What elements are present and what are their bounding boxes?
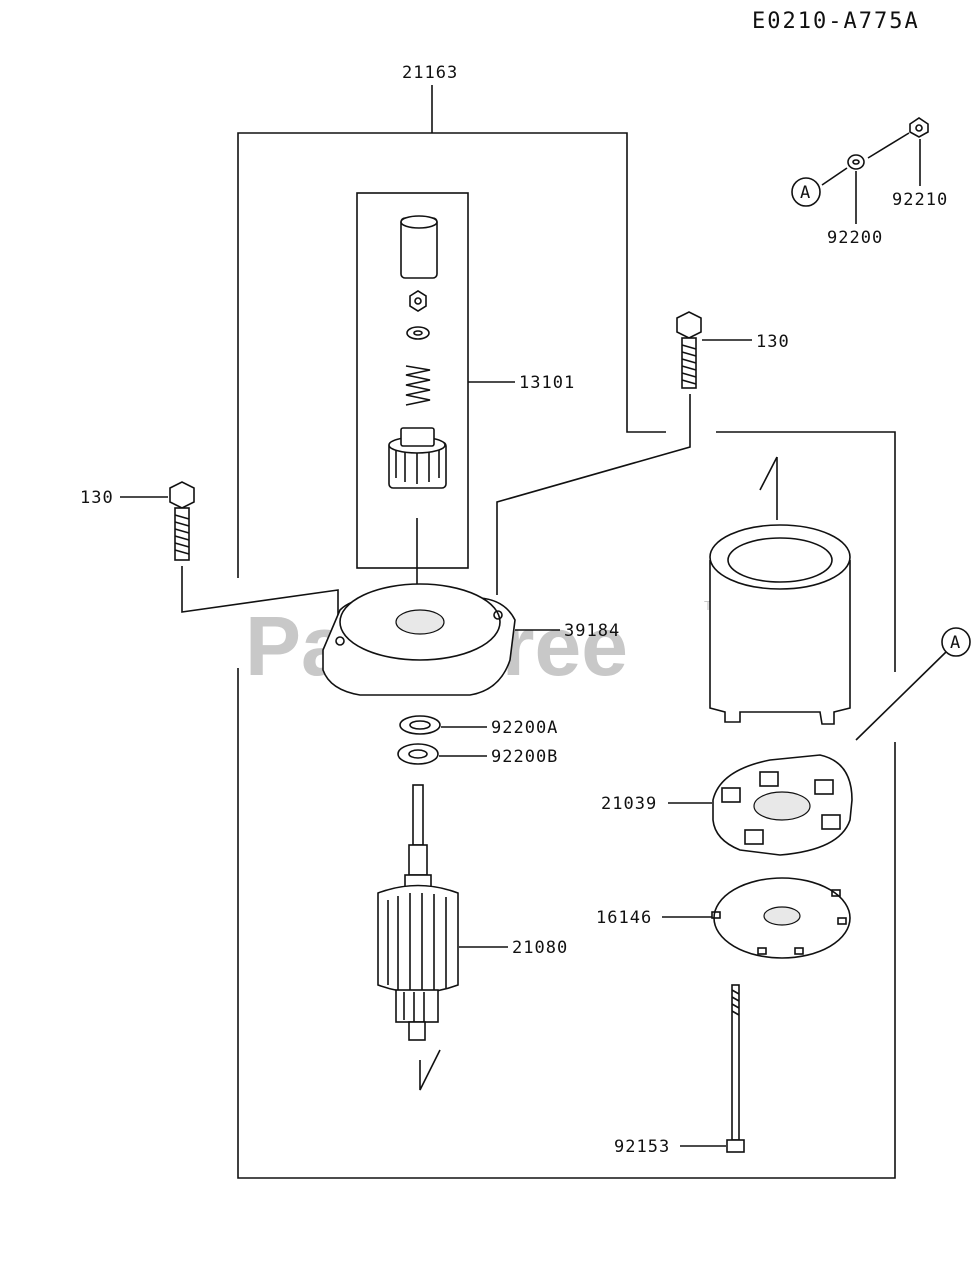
label-16146[interactable]: 16146 bbox=[596, 908, 652, 928]
label-21080[interactable]: 21080 bbox=[512, 938, 568, 958]
pinion-cap bbox=[400, 215, 438, 279]
pinion-gear bbox=[388, 427, 447, 489]
plate bbox=[662, 877, 851, 959]
label-130-left[interactable]: 130 bbox=[80, 488, 114, 508]
nut-92210 bbox=[867, 117, 929, 186]
label-21163[interactable]: 21163 bbox=[402, 63, 458, 83]
washer-92200b bbox=[397, 743, 487, 765]
pinion-nut bbox=[409, 290, 427, 312]
label-92200a[interactable]: 92200A bbox=[491, 718, 558, 738]
ref-marker-a-right-text: A bbox=[950, 633, 961, 653]
label-21039[interactable]: 21039 bbox=[601, 794, 657, 814]
armature bbox=[377, 784, 508, 1091]
pinion-washer bbox=[406, 326, 430, 340]
washer-92200 bbox=[821, 154, 865, 224]
ref-marker-a-top-text: A bbox=[800, 183, 811, 203]
brush-holder bbox=[668, 651, 947, 856]
label-92210[interactable]: 92210 bbox=[892, 190, 948, 210]
label-130-right[interactable]: 130 bbox=[756, 332, 790, 352]
diagram-code: E0210-A775A bbox=[752, 9, 920, 34]
front-cover bbox=[322, 583, 560, 696]
label-92200b[interactable]: 92200B bbox=[491, 747, 558, 767]
washer-92200a bbox=[399, 715, 487, 735]
pinion-spring bbox=[405, 365, 431, 406]
bolt-right bbox=[496, 311, 752, 595]
bolt-left bbox=[120, 481, 339, 635]
label-92200[interactable]: 92200 bbox=[827, 228, 883, 248]
label-13101[interactable]: 13101 bbox=[519, 373, 575, 393]
label-39184[interactable]: 39184 bbox=[564, 621, 620, 641]
label-92153[interactable]: 92153 bbox=[614, 1137, 670, 1157]
ref-marker-a-right[interactable]: A bbox=[941, 627, 971, 657]
through-bolt bbox=[680, 984, 745, 1153]
ref-marker-a-top[interactable]: A bbox=[791, 177, 821, 207]
assembly-frame bbox=[237, 85, 896, 1179]
yoke-housing bbox=[709, 456, 851, 725]
